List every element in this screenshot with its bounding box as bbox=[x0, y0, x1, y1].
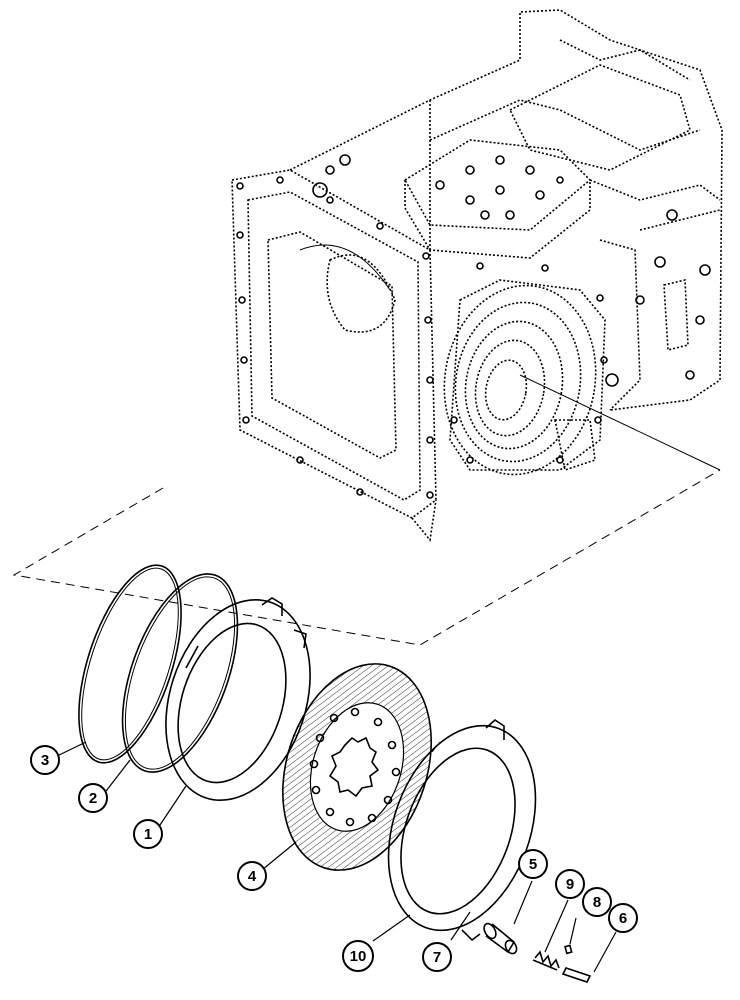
callout-4: 4 bbox=[237, 861, 267, 891]
callout-8-label: 8 bbox=[593, 894, 601, 911]
callout-5: 5 bbox=[518, 849, 548, 879]
o-ring-part-3 bbox=[78, 564, 182, 764]
callout-10: 10 bbox=[342, 940, 374, 972]
callout-7: 7 bbox=[422, 942, 452, 972]
leader-lines bbox=[54, 741, 617, 973]
callout-1-label: 1 bbox=[144, 826, 152, 843]
friction-disc-part-4 bbox=[282, 663, 432, 871]
callout-1: 1 bbox=[133, 819, 163, 849]
spring-part-9 bbox=[532, 950, 560, 971]
plug-part-8 bbox=[564, 944, 573, 955]
callout-9: 9 bbox=[555, 869, 585, 899]
roll-pin-part-6 bbox=[561, 967, 592, 983]
callout-5-label: 5 bbox=[529, 856, 537, 873]
callout-6: 6 bbox=[608, 903, 638, 933]
o-ring-part-2 bbox=[121, 573, 239, 773]
callout-4-label: 4 bbox=[248, 868, 257, 885]
callout-2: 2 bbox=[78, 783, 108, 813]
callout-3: 3 bbox=[30, 745, 60, 775]
callout-10-label: 10 bbox=[350, 948, 367, 965]
callout-2-label: 2 bbox=[89, 790, 97, 807]
callout-9-label: 9 bbox=[566, 876, 574, 893]
callout-7-label: 7 bbox=[433, 949, 441, 966]
callout-6-label: 6 bbox=[619, 910, 627, 927]
transmission-housing bbox=[231, 9, 723, 542]
callout-3-label: 3 bbox=[41, 752, 49, 769]
assembly-outline bbox=[12, 469, 721, 646]
callout-8: 8 bbox=[582, 887, 612, 917]
pin-part-5 bbox=[483, 922, 518, 955]
